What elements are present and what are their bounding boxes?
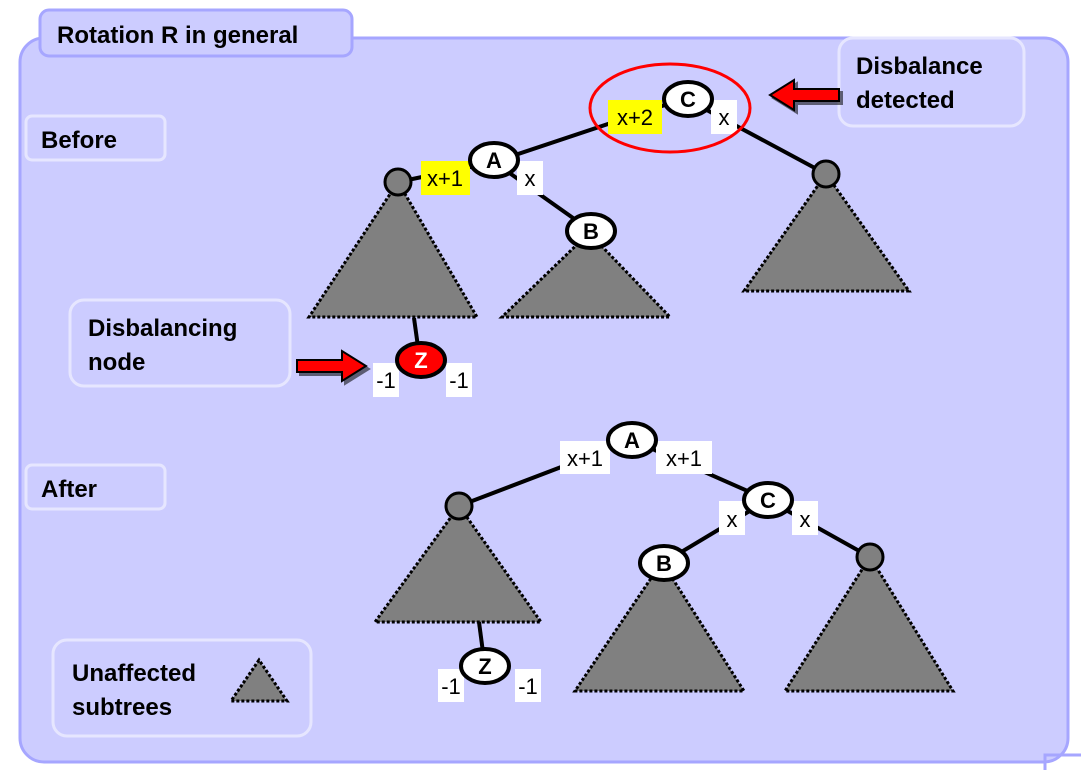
before-height-c-right: x [719,105,730,130]
before-height-c-left-bg [608,100,662,134]
after-node-b-label: B [656,551,672,576]
after-node-c: C [742,481,794,519]
before-subtree-right-root [811,159,841,189]
disbalancing-node-line-1: Disbalancing [88,315,237,342]
before-subtree-left [306,179,480,319]
disbalancing-node-callout [68,298,292,388]
after-subtree-right [782,554,956,693]
before-label: Before [41,127,117,154]
after-subtree-right-root [855,542,885,572]
before-subtree-right [741,171,912,293]
after-subtree-b [572,559,747,693]
red-arrow-icon [768,78,840,112]
after-height-a-left: x+1 [567,446,603,471]
after-node-z: Z [459,647,511,685]
after-node-a: A [606,421,658,459]
after-height-z-right-bg [515,669,541,702]
before-height-a-left: x+1 [427,166,463,191]
disbalancing-node-line-2: node [88,349,145,376]
after-height-a-right: x+1 [666,446,702,471]
before-height-a-left-bg [421,161,470,195]
before-height-a-right: x [525,166,536,191]
before-label-box [24,114,167,162]
after-label-box [24,463,167,511]
before-node-a-label: A [486,148,502,173]
after-subtree-left-root [444,491,474,521]
after-height-a-left-bg [560,441,610,474]
triangle-icon [228,657,290,703]
disbalance-highlight-ring [588,62,752,154]
before-node-b-label: B [583,219,599,244]
before-node-a: A [468,141,520,179]
red-arrow-icon [296,349,368,383]
before-node-c-label: C [680,87,696,112]
before-height-z-left: -1 [376,368,396,393]
after-node-z-label: Z [478,654,491,679]
disbalance-detected-line-2: detected [856,87,955,114]
before-height-z-right: -1 [449,368,469,393]
before-height-c-left: x+2 [617,105,653,130]
unaffected-subtrees-legend [51,638,313,738]
before-height-c-right-bg [711,100,737,134]
before-node-z-label: Z [414,348,427,373]
after-height-z-left: -1 [441,674,461,699]
after-node-c-label: C [760,488,776,513]
before-node-c: C [662,80,714,118]
after-height-a-right-bg [656,441,712,474]
before-node-z: Z [395,341,447,379]
after-height-c-right: x [800,507,811,532]
before-height-a-right-bg [517,161,543,195]
after-height-c-right-bg [792,501,818,535]
before-subtree-left-root [383,167,413,197]
before-node-b: B [565,212,617,250]
after-height-z-left-bg [438,669,464,702]
after-height-c-left: x [727,507,738,532]
disbalance-detected-line-1: Disbalance [856,53,983,80]
corner-mark [1043,753,1081,770]
before-height-z-right-bg [446,363,472,397]
after-node-a-label: A [624,428,640,453]
page-title: Rotation R in general [57,22,298,49]
disbalance-detected-callout [837,36,1026,128]
after-node-b: B [638,544,690,582]
title-box [38,8,354,58]
unaffected-subtrees-line-2: subtrees [72,694,172,721]
after-height-c-left-bg [719,501,745,535]
after-height-z-right: -1 [518,674,538,699]
after-label: After [41,476,97,503]
before-height-z-left-bg [373,363,399,397]
before-subtree-b [498,230,674,319]
unaffected-subtrees-line-1: Unaffected [72,660,196,687]
after-subtree-left [372,503,544,624]
